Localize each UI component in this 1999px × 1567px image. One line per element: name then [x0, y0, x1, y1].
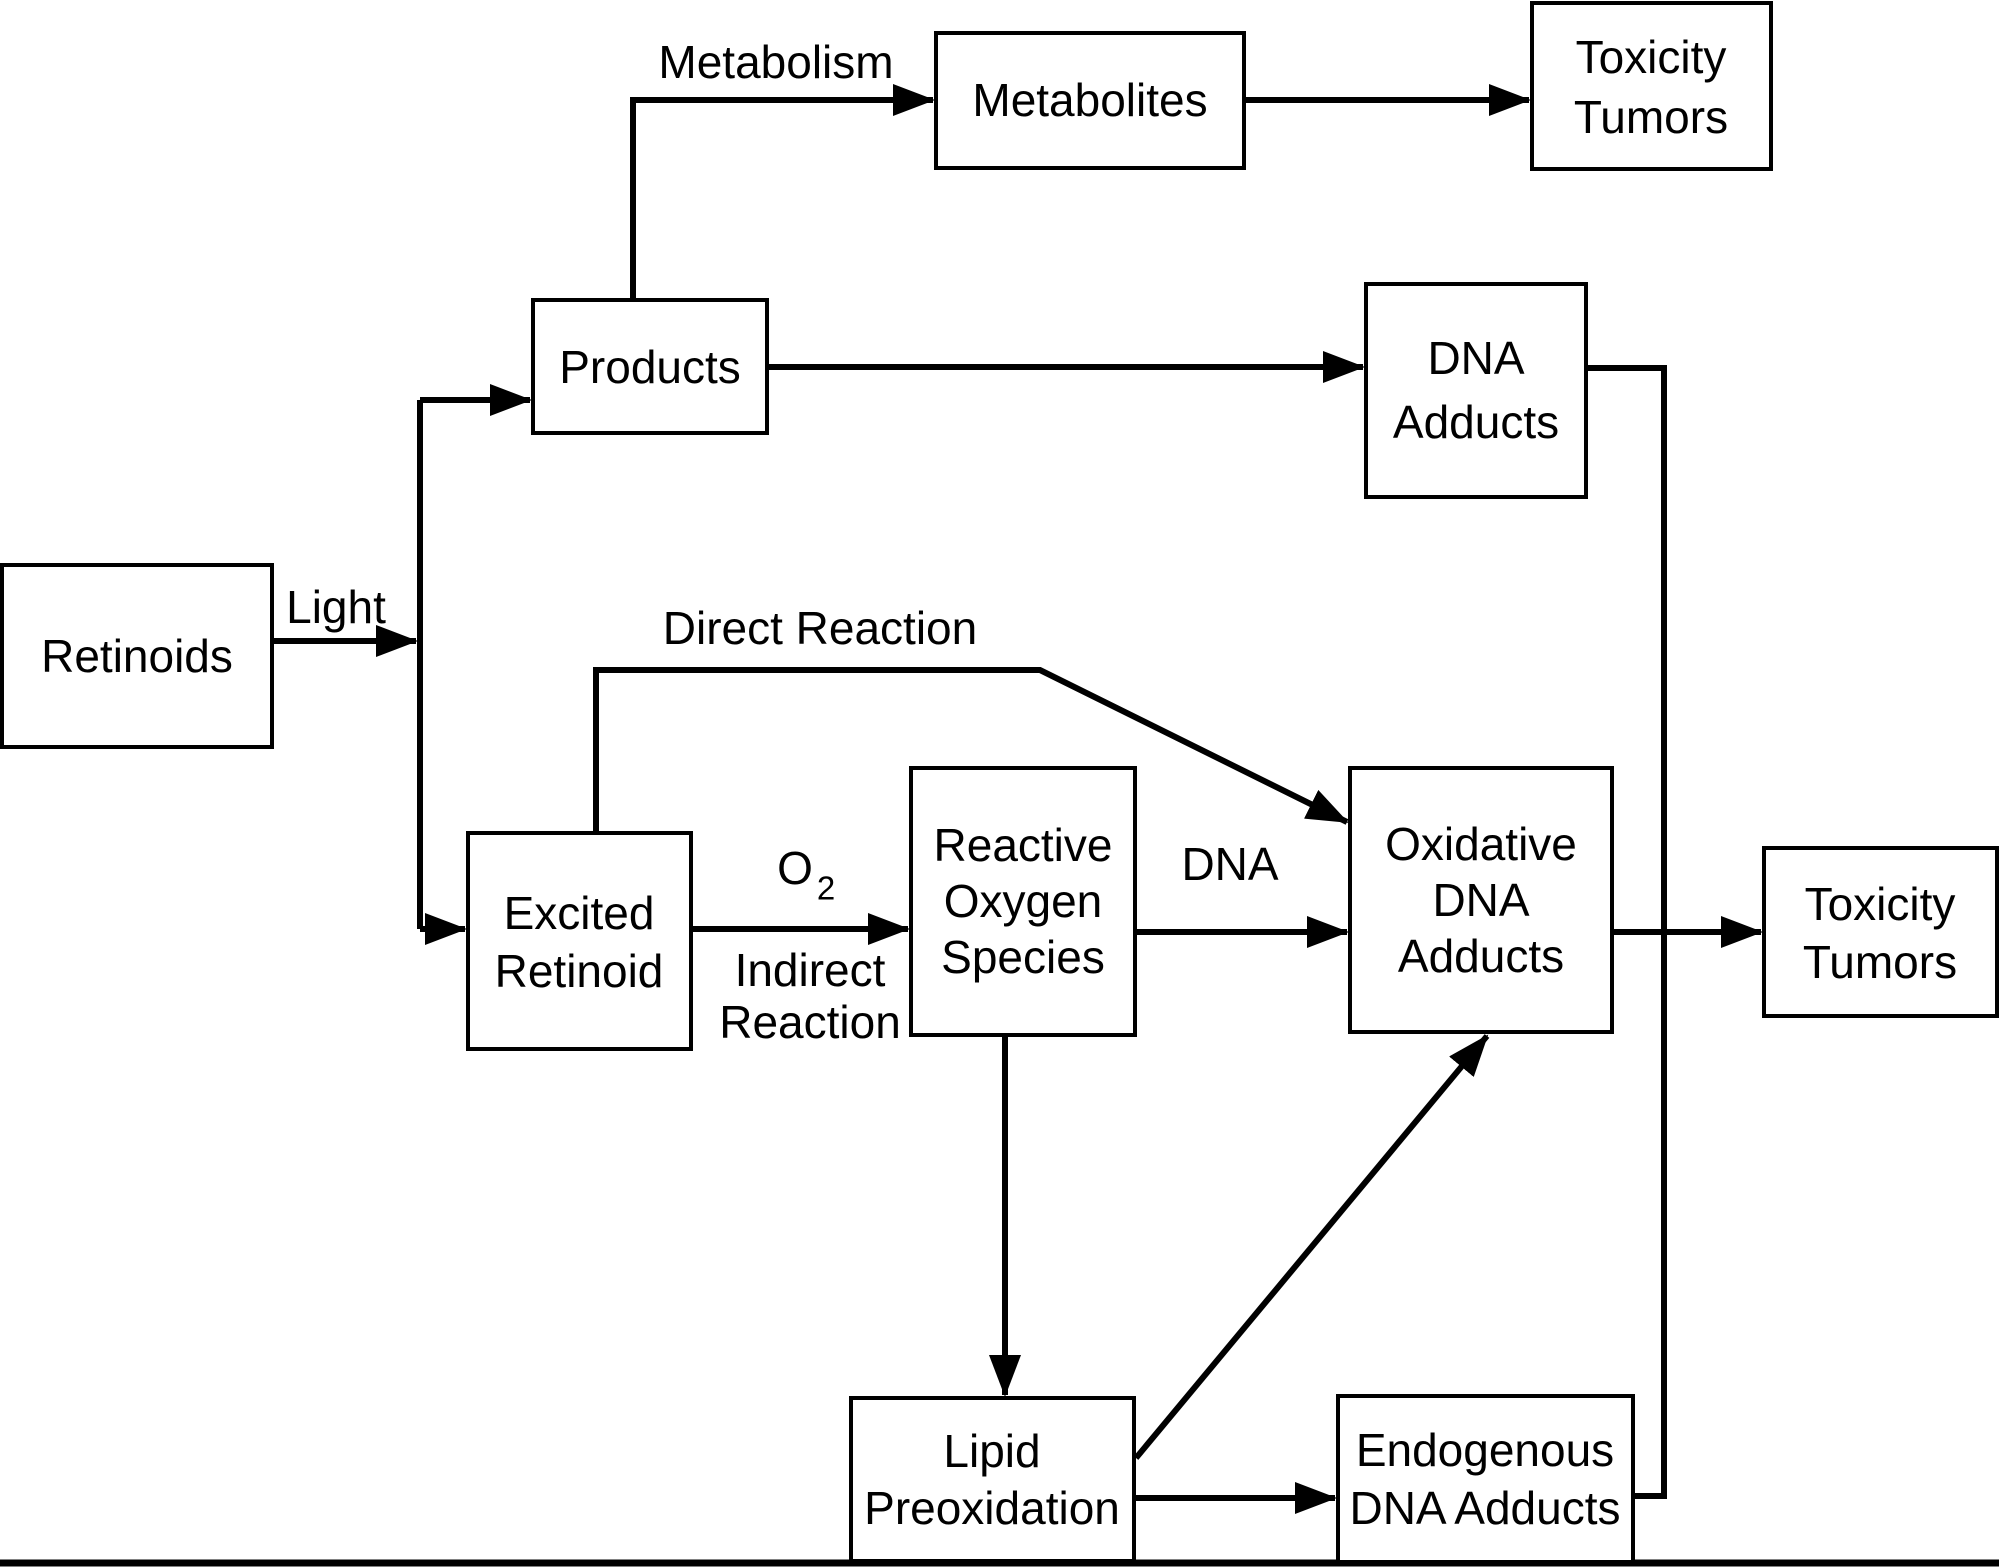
indirect-reaction-edge-label-line1: Indirect: [735, 944, 886, 996]
o2-edge-label: O: [777, 842, 813, 894]
lipid-label-line2: Preoxidation: [864, 1482, 1120, 1534]
edge-lipid-to-oxidative-arrow: [1133, 1034, 1490, 1460]
ros-label-line3: Species: [941, 931, 1105, 983]
metabolism-edge-label: Metabolism: [658, 36, 893, 88]
endogenous-label-line2: DNA Adducts: [1349, 1482, 1620, 1534]
lipid-preoxidation-box: [849, 1396, 1136, 1563]
edge-labels: Light Metabolism Direct Reaction O 2 Ind…: [286, 36, 1279, 1048]
oxidative-label-line3: Adducts: [1398, 930, 1564, 982]
products-box: [531, 298, 769, 435]
lipid-label-line1: Lipid: [943, 1425, 1040, 1477]
ros-label-line2: Oxygen: [944, 875, 1103, 927]
products-label: Products: [559, 341, 741, 393]
excited-retinoid-box: [466, 831, 693, 1051]
endogenous-dna-adducts-box: [1336, 1394, 1635, 1564]
ros-label-line1: Reactive: [934, 819, 1113, 871]
dna-adducts-label-line2: Adducts: [1393, 396, 1559, 448]
toxicity-tumors-top-label-line2: Tumors: [1574, 91, 1728, 143]
toxicity-tumors-top-label-line1: Toxicity: [1576, 31, 1727, 83]
oxidative-label-line2: DNA: [1432, 874, 1529, 926]
excited-retinoid-label-line1: Excited: [504, 887, 655, 939]
reactive-oxygen-species-box: [909, 766, 1137, 1037]
edge-direct-reaction-arrow: [593, 667, 1349, 833]
edge-products-to-metabolites-arrow: [630, 84, 935, 300]
metabolites-label: Metabolites: [972, 74, 1207, 126]
endogenous-label-line1: Endogenous: [1356, 1424, 1614, 1476]
light-edge-label: Light: [286, 581, 386, 633]
oxidative-label-line1: Oxidative: [1385, 818, 1577, 870]
direct-reaction-edge-label: Direct Reaction: [663, 602, 977, 654]
toxicity-tumors-right-label-line2: Tumors: [1803, 936, 1957, 988]
oxidative-dna-adducts-box: [1348, 766, 1614, 1034]
retinoids-box: [0, 563, 274, 749]
dna-edge-label: DNA: [1181, 838, 1278, 890]
retinoids-label: Retinoids: [41, 630, 233, 682]
indirect-reaction-edge-label-line2: Reaction: [719, 996, 901, 1048]
toxicity-tumors-right-label-line1: Toxicity: [1805, 878, 1956, 930]
excited-retinoid-label-line2: Retinoid: [495, 945, 664, 997]
dna-adducts-label-line1: DNA: [1427, 332, 1524, 384]
o2-edge-label-subscript: 2: [817, 870, 835, 907]
metabolites-box: [934, 31, 1246, 170]
dna-adducts-box: [1364, 282, 1588, 499]
toxicity-tumors-right-box: [1762, 846, 1999, 1018]
toxicity-tumors-top-box: [1530, 1, 1773, 171]
